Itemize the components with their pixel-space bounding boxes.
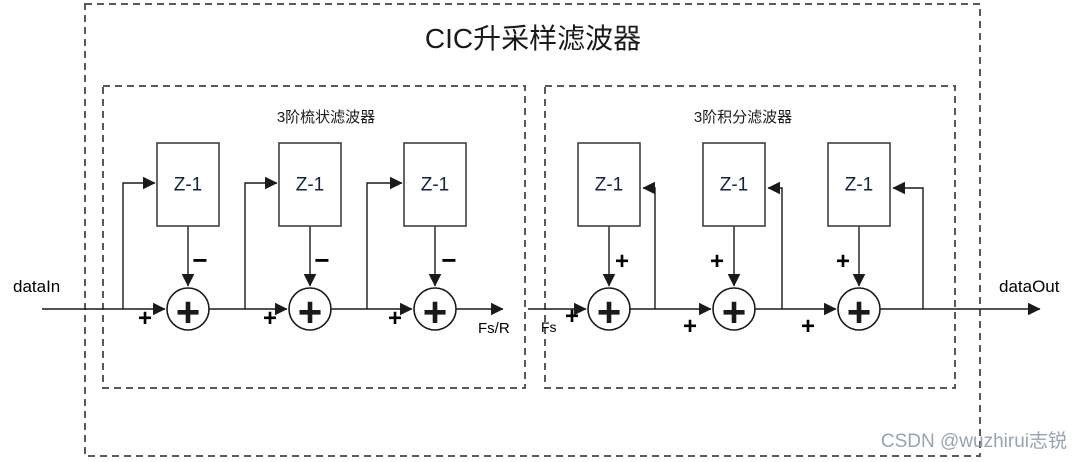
wire-int3-feedback xyxy=(892,181,924,309)
dataout-label: dataOut xyxy=(999,277,1060,296)
comb2-input-sign: + xyxy=(263,305,277,332)
wire-int2-feedback xyxy=(767,181,783,309)
int3-summer xyxy=(837,287,881,331)
int1-summer xyxy=(587,287,631,331)
comb-section-box xyxy=(102,85,526,389)
int3-input-sign: + xyxy=(801,313,815,340)
wire-comb2-branch xyxy=(244,176,278,309)
int2-feedback-sign: + xyxy=(710,248,724,275)
outer-dashed-box xyxy=(84,3,981,457)
int1-feedback-sign: + xyxy=(615,248,629,275)
comb2-delay-block xyxy=(278,142,342,227)
wire-comb1-branch xyxy=(122,176,156,309)
int1-delay-label: Z-1 xyxy=(595,175,624,196)
comb3-summer-operator: + xyxy=(423,289,448,336)
comb1-summer xyxy=(166,287,210,331)
int1-delay-block xyxy=(577,142,641,227)
comb2-delay-label: Z-1 xyxy=(296,175,325,196)
comb3-delay-label: Z-1 xyxy=(421,175,450,196)
int3-feedback-sign: + xyxy=(836,248,850,275)
integrator-section-title: 3阶积分滤波器 xyxy=(694,109,792,126)
comb2-feedforward-sign: − xyxy=(314,245,329,275)
comb2-summer-operator: + xyxy=(298,289,323,336)
int3-delay-label: Z-1 xyxy=(845,175,874,196)
integrator-section-box xyxy=(544,85,956,389)
comb1-delay-label: Z-1 xyxy=(174,175,203,196)
comb1-summer-operator: + xyxy=(176,289,201,336)
comb1-delay-block xyxy=(156,142,220,227)
comb3-feedforward-sign: − xyxy=(441,245,456,275)
comb2-summer xyxy=(288,287,332,331)
int1-summer-operator: + xyxy=(597,289,622,336)
comb3-summer xyxy=(413,287,457,331)
int2-summer xyxy=(712,287,756,331)
diagram-title: CIC升采样滤波器 xyxy=(425,23,641,54)
int1-input-sign: + xyxy=(565,303,579,330)
int3-delay-block xyxy=(827,142,891,227)
comb1-feedforward-sign: − xyxy=(192,245,207,275)
watermark: CSDN @wuzhirui志锐 xyxy=(881,430,1067,452)
datain-label: dataIn xyxy=(13,277,60,296)
rate-comb-out-label: Fs/R xyxy=(478,320,510,337)
wire-int1-feedback xyxy=(642,181,656,309)
wire-comb3-branch xyxy=(366,176,403,309)
int3-summer-operator: + xyxy=(847,289,872,336)
comb3-input-sign: + xyxy=(388,305,402,332)
comb3-delay-block xyxy=(403,142,467,227)
int2-delay-label: Z-1 xyxy=(720,175,749,196)
comb1-input-sign: + xyxy=(138,305,152,332)
int2-delay-block xyxy=(702,142,766,227)
int2-input-sign: + xyxy=(683,313,697,340)
int2-summer-operator: + xyxy=(722,289,747,336)
comb-section-title: 3阶梳状滤波器 xyxy=(277,109,375,126)
rate-integrator-in-label: Fs xyxy=(541,319,557,335)
